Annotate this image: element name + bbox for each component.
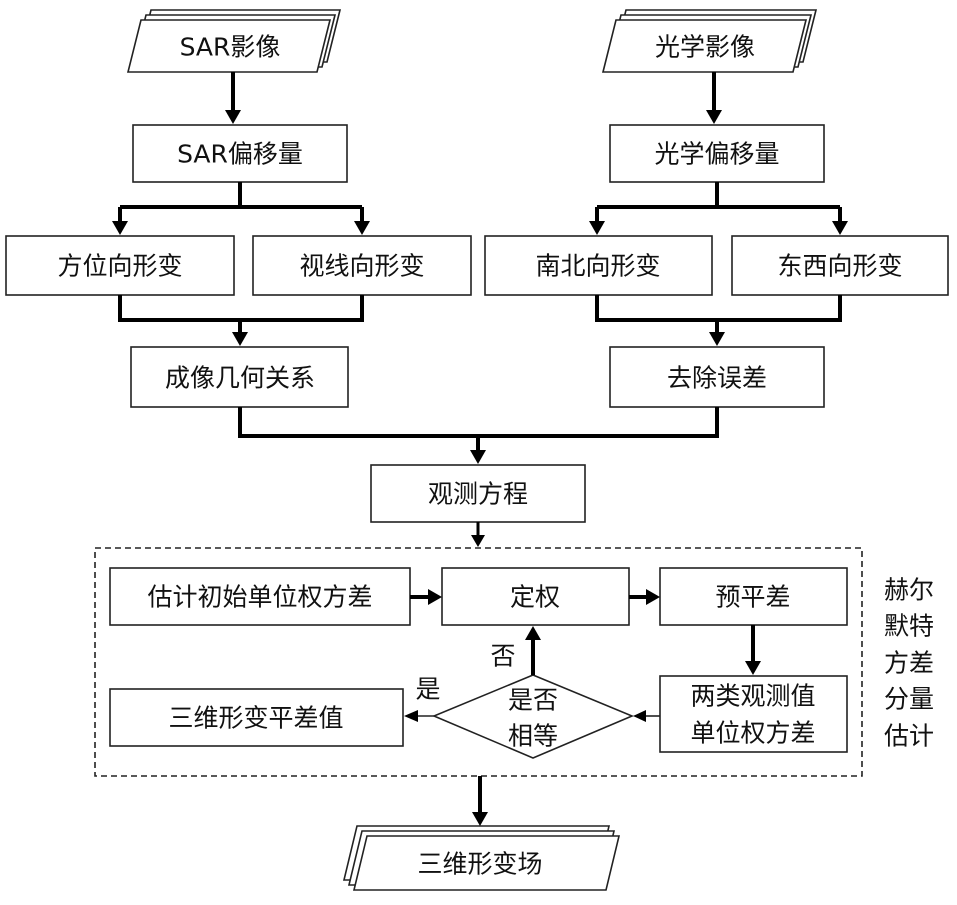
arrow-optical-offset-split xyxy=(597,182,840,223)
arrow-optical-merge xyxy=(597,295,840,334)
optical-image-label: 光学影像 xyxy=(655,33,755,62)
deformation-field-label: 三维形变场 xyxy=(417,850,542,879)
observation-equation-node: 观测方程 xyxy=(371,465,585,522)
azimuth-deformation-label: 方位向形变 xyxy=(57,252,182,281)
decision-label-line1: 是否 xyxy=(508,686,558,715)
ns-deformation-node: 南北向形变 xyxy=(485,236,712,295)
ew-deformation-label: 东西向形变 xyxy=(777,252,902,281)
imaging-geometry-node: 成像几何关系 xyxy=(131,347,348,407)
imaging-geometry-label: 成像几何关系 xyxy=(165,364,315,393)
unit-weight-variance-label-line2: 单位权方差 xyxy=(690,719,815,748)
sar-image-node: SAR影像 xyxy=(128,10,340,72)
decision-label-line2: 相等 xyxy=(508,722,558,751)
ns-deformation-label: 南北向形变 xyxy=(535,252,660,281)
svg-text:分量: 分量 xyxy=(884,685,934,714)
pre-adjustment-node: 预平差 xyxy=(660,568,847,625)
arrow-merge-to-observation xyxy=(240,407,717,452)
deformation-field-node: 三维形变场 xyxy=(344,826,619,890)
pre-adjustment-label: 预平差 xyxy=(715,583,790,612)
optical-offset-label: 光学偏移量 xyxy=(654,140,779,169)
arrow-sar-offset-split xyxy=(120,182,362,223)
unit-weight-variance-node: 两类观测值 单位权方差 xyxy=(660,676,847,752)
sar-offset-node: SAR偏移量 xyxy=(133,125,347,182)
svg-text:默特: 默特 xyxy=(884,612,934,641)
los-deformation-label: 视线向形变 xyxy=(299,252,424,281)
remove-error-label: 去除误差 xyxy=(667,364,767,393)
deformation-adjustment-node: 三维形变平差值 xyxy=(110,689,403,746)
edge-label-yes: 是 xyxy=(415,675,440,704)
estimate-initial-variance-node: 估计初始单位权方差 xyxy=(110,568,410,625)
svg-text:赫尔: 赫尔 xyxy=(884,576,934,605)
weighting-node: 定权 xyxy=(442,568,629,625)
azimuth-deformation-node: 方位向形变 xyxy=(6,236,234,295)
decision-equal-node: 是否 相等 xyxy=(434,675,632,758)
remove-error-node: 去除误差 xyxy=(610,347,824,407)
sar-offset-label: SAR偏移量 xyxy=(177,140,303,169)
deformation-adjustment-label: 三维形变平差值 xyxy=(168,704,343,733)
helmert-vce-label: 赫尔 默特 方差 分量 估计 xyxy=(884,576,934,751)
svg-text:方差: 方差 xyxy=(884,649,934,678)
weighting-label: 定权 xyxy=(510,583,560,612)
los-deformation-node: 视线向形变 xyxy=(253,236,471,295)
svg-text:估计: 估计 xyxy=(884,722,934,751)
optical-image-node: 光学影像 xyxy=(603,10,816,72)
unit-weight-variance-label-line1: 两类观测值 xyxy=(690,682,815,711)
observation-equation-label: 观测方程 xyxy=(428,480,528,509)
optical-offset-node: 光学偏移量 xyxy=(610,125,824,182)
sar-image-label: SAR影像 xyxy=(180,33,281,62)
arrow-sar-merge xyxy=(120,295,362,334)
edge-label-no: 否 xyxy=(490,642,515,671)
estimate-initial-variance-label: 估计初始单位权方差 xyxy=(147,583,372,612)
ew-deformation-node: 东西向形变 xyxy=(732,236,948,295)
